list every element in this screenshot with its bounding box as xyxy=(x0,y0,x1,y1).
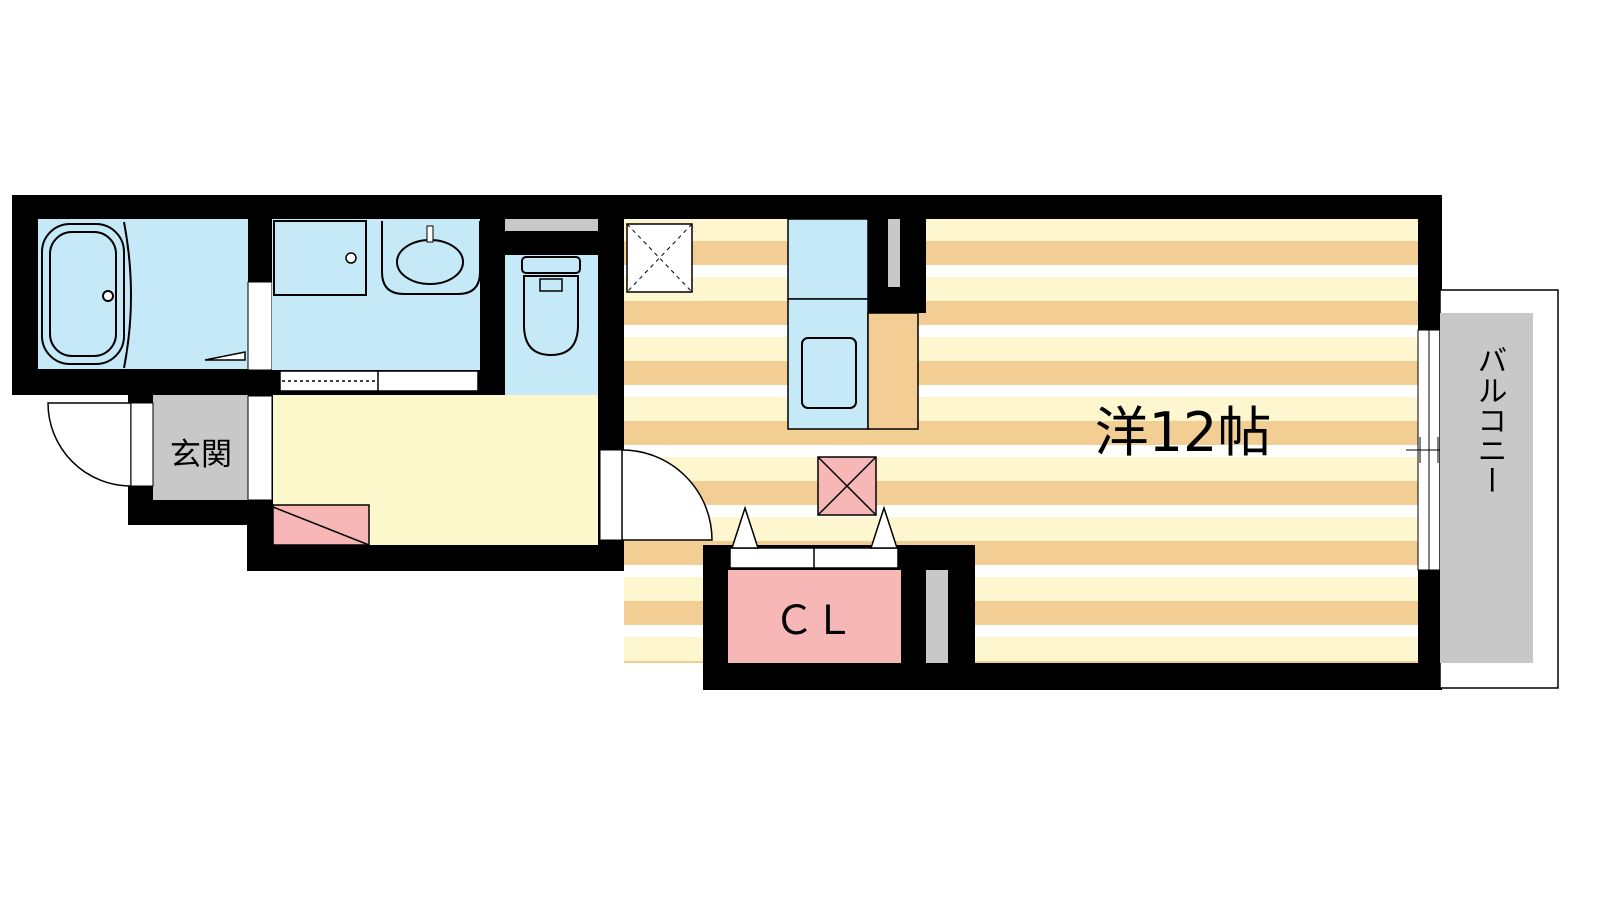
washroom-sliding-door xyxy=(279,370,479,392)
bathtub xyxy=(41,223,125,365)
balcony-label: バルコニー xyxy=(1472,345,1507,495)
bath-door-icon xyxy=(204,351,246,361)
bathtub-drain-icon xyxy=(102,290,114,302)
closet-door-left-icon xyxy=(730,505,760,549)
toilet-bowl-icon xyxy=(523,275,579,357)
bathtub-inner xyxy=(49,231,117,357)
closet-door-right-icon xyxy=(869,505,899,549)
faucet-icon xyxy=(426,225,434,243)
shoe-storage-diagonal xyxy=(272,506,370,546)
kitchen-sink-basin-icon xyxy=(801,337,857,409)
toilet-tank-icon xyxy=(521,256,581,274)
washing-machine-drain-icon xyxy=(345,252,357,264)
toilet-seat-icon xyxy=(539,278,563,292)
balcony-floor xyxy=(1440,313,1533,663)
ventilation-icon xyxy=(626,223,693,293)
room-door-swing-icon xyxy=(621,449,713,541)
entrance-door-jamb xyxy=(130,402,154,487)
closet-label: ＣＬ xyxy=(774,598,854,644)
closet-floor xyxy=(728,570,901,663)
western-room-label: 洋12帖 xyxy=(1095,401,1272,464)
entrance-door-swing-icon xyxy=(47,402,132,487)
closet-side-window xyxy=(926,570,948,663)
kitchen-pillar-window xyxy=(888,219,900,287)
washing-machine-pan xyxy=(273,220,367,296)
entrance-floor xyxy=(153,395,248,500)
room-door-jamb xyxy=(599,449,623,541)
entrance-label: 玄関 xyxy=(170,437,232,473)
entrance-inner-jamb xyxy=(247,395,273,501)
bath-divider xyxy=(123,221,132,369)
kitchen-sink-counter xyxy=(787,218,869,300)
sink-basin-icon xyxy=(396,239,464,285)
refrigerator-space xyxy=(867,312,919,430)
bath-door-frame xyxy=(247,281,273,371)
toilet-window xyxy=(505,219,598,231)
